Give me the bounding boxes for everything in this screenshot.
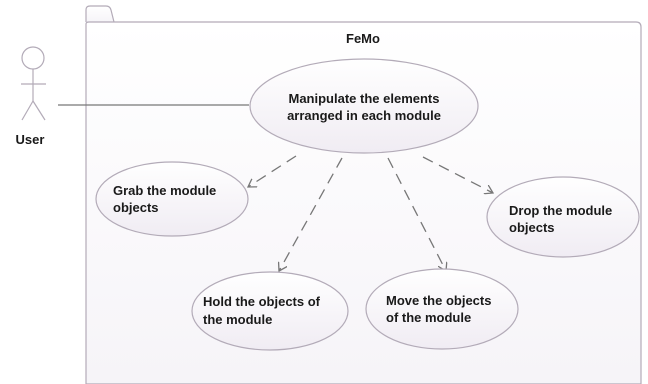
- use-case-hold-line-1: Hold the objects of: [203, 294, 321, 309]
- actor-user[interactable]: User: [16, 46, 46, 147]
- system-title: FeMo: [346, 31, 380, 46]
- use-case-drop-line-2: objects: [509, 220, 555, 235]
- arrow-to-move: [387, 157, 446, 271]
- actor-head: [21, 46, 45, 70]
- actor-label: User: [16, 132, 45, 147]
- use-case-manipulate[interactable]: Manipulate the elements arranged in each…: [249, 58, 479, 154]
- use-case-drop[interactable]: Drop the module objects: [486, 176, 640, 258]
- dependency-arrows: [248, 155, 493, 271]
- use-case-move-line-1: Move the objects: [386, 293, 491, 308]
- actor-left-leg: [21, 100, 34, 121]
- use-case-grab-line-1: Grab the module: [113, 183, 216, 198]
- actor-right-leg: [32, 100, 46, 121]
- use-case-drop-line-1: Drop the module: [509, 203, 612, 218]
- use-case-move-line-2: of the module: [386, 310, 471, 325]
- use-case-grab[interactable]: Grab the module objects: [95, 161, 249, 237]
- use-case-grab-line-2: objects: [113, 200, 159, 215]
- use-case-manipulate-line-2: arranged in each module: [287, 108, 441, 123]
- arrow-to-grab: [248, 155, 297, 187]
- use-case-hold[interactable]: Hold the objects of the module: [191, 271, 349, 351]
- use-case-manipulate-line-1: Manipulate the elements: [289, 91, 440, 106]
- use-case-move[interactable]: Move the objects of the module: [365, 268, 519, 350]
- use-case-hold-line-2: the module: [203, 312, 272, 327]
- arrow-to-hold: [279, 157, 343, 271]
- arrow-to-drop: [422, 156, 493, 193]
